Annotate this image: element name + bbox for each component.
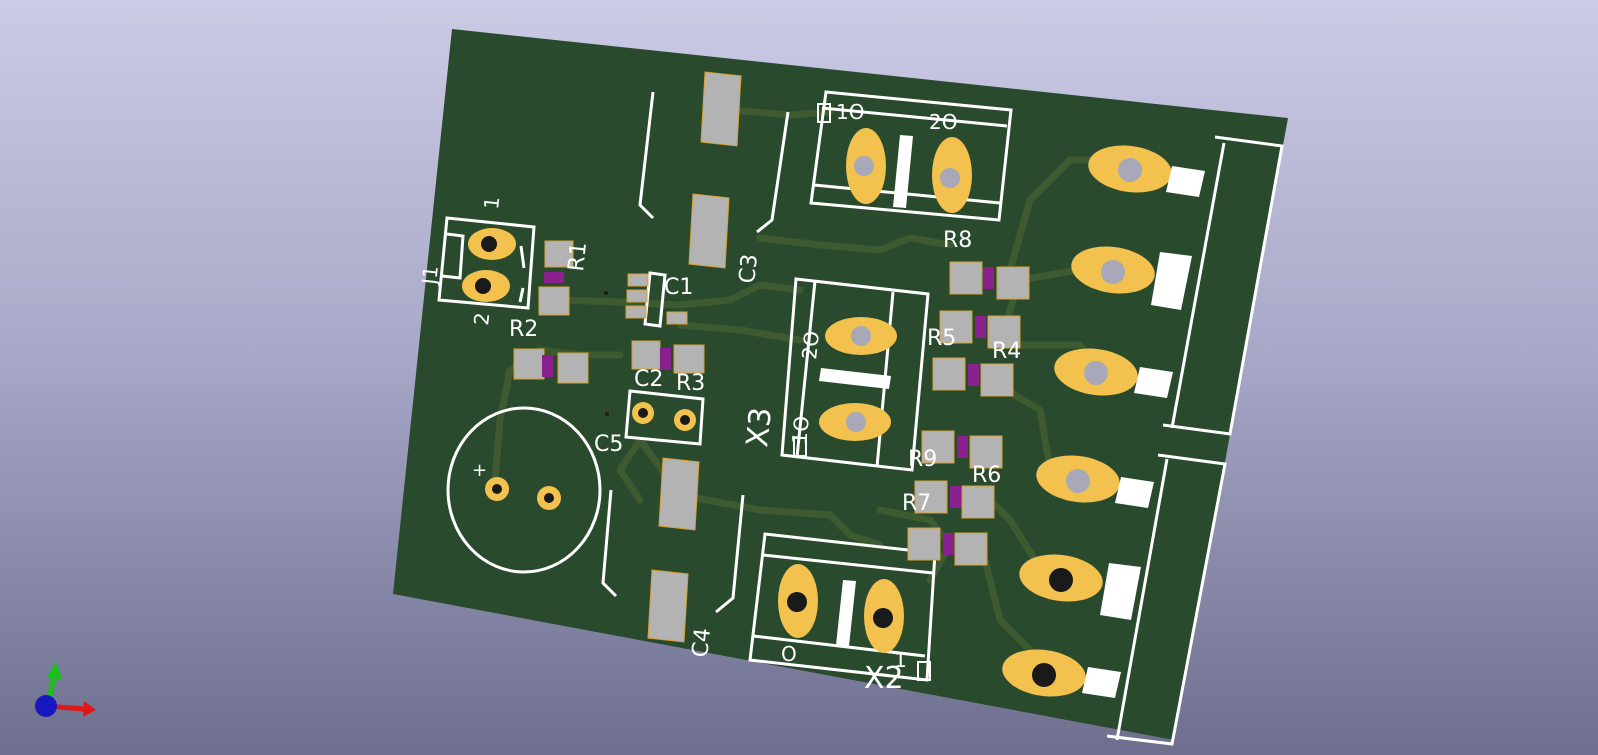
label-c5: C5 bbox=[594, 432, 623, 457]
label-c3: C3 bbox=[735, 253, 763, 285]
label-j1-pin1: 1 bbox=[479, 195, 504, 210]
label-top-pin1: 1O bbox=[836, 100, 864, 124]
silkscreen-labels: J1 1 2 R1 R2 C1 C2 R3 C5 + C3 C4 R8 R5 R… bbox=[417, 100, 1021, 696]
drill-holes bbox=[475, 156, 1142, 687]
label-c1: C1 bbox=[664, 275, 693, 300]
resistor-bodies bbox=[542, 267, 994, 555]
label-c4: C4 bbox=[688, 627, 716, 659]
label-r9: R9 bbox=[908, 447, 937, 472]
label-x3-pin1: 1O bbox=[787, 415, 814, 446]
smd-pads bbox=[513, 71, 1030, 643]
label-c2: C2 bbox=[634, 367, 663, 392]
label-r2: R2 bbox=[509, 317, 538, 342]
connector-tabs bbox=[1082, 166, 1205, 698]
label-r5: R5 bbox=[927, 326, 956, 351]
label-r7: R7 bbox=[902, 491, 931, 516]
label-r1: R1 bbox=[564, 241, 592, 273]
label-r4: R4 bbox=[992, 339, 1021, 364]
label-x2: X2 bbox=[864, 661, 904, 696]
label-x2-pin1: 1 bbox=[894, 648, 907, 672]
label-x3-pin2: 2O bbox=[797, 330, 824, 361]
label-c5-plus: + bbox=[472, 460, 487, 481]
label-r3: R3 bbox=[676, 371, 705, 396]
label-j1: J1 bbox=[417, 264, 443, 287]
label-r8: R8 bbox=[943, 228, 972, 253]
label-r6: R6 bbox=[972, 463, 1001, 488]
label-j1-pin2: 2 bbox=[469, 311, 494, 326]
label-x2-pin0: O bbox=[781, 642, 797, 666]
label-x3: X3 bbox=[740, 406, 779, 449]
label-top-pin2: 2O bbox=[929, 110, 957, 134]
terminal-slots bbox=[793, 103, 931, 681]
